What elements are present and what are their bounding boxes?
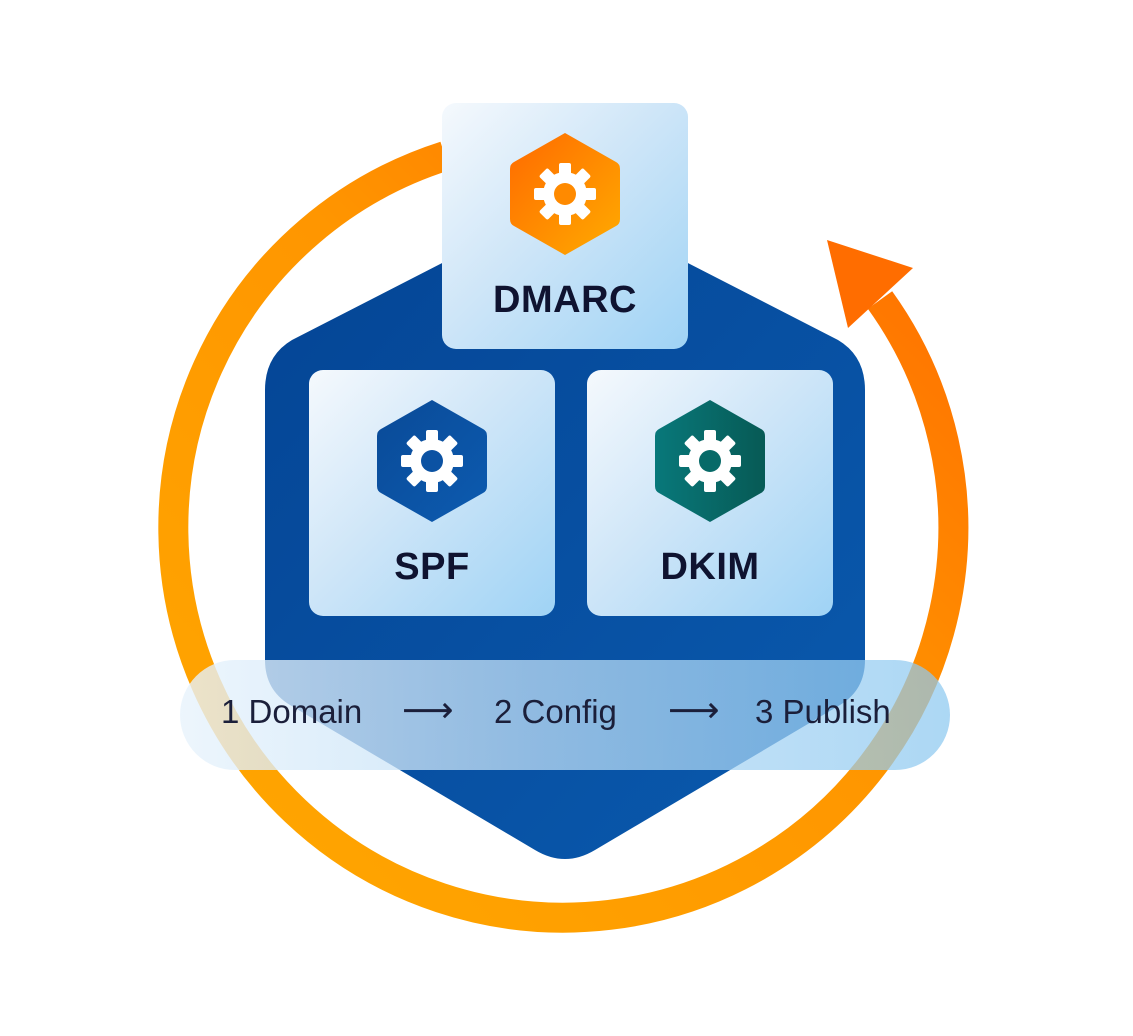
spf-card: SPF <box>309 370 555 616</box>
dkim-label: DKIM <box>660 546 760 588</box>
dmarc-label: DMARC <box>493 279 637 321</box>
step-domain: 1 Domain <box>221 693 363 730</box>
spf-gear-icon <box>377 400 487 522</box>
step-arrow-icon: ⟶ <box>668 690 720 731</box>
dmarc-gear-icon <box>510 133 620 255</box>
cycle-arrow-arc <box>158 141 969 933</box>
dmarc-card: DMARC <box>442 103 688 349</box>
spf-label: SPF <box>394 546 470 588</box>
cycle-arrow-head-icon <box>827 240 913 328</box>
steps-pill <box>180 660 950 770</box>
step-publish: 3 Publish <box>755 693 891 730</box>
step-arrow-icon: ⟶ <box>402 690 454 731</box>
dkim-card: DKIM <box>587 370 833 616</box>
step-config: 2 Config <box>494 693 617 730</box>
dkim-gear-icon <box>655 400 765 522</box>
